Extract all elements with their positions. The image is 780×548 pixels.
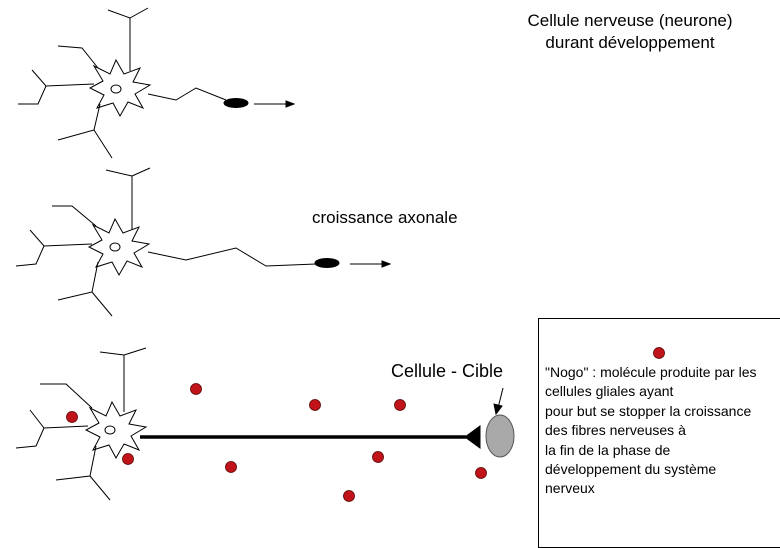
pointer-arrow xyxy=(497,387,504,409)
nogo-dot xyxy=(372,451,384,463)
nogo-dot xyxy=(475,467,487,479)
diagram-title: Cellule nerveuse (neurone) durant dévelo… xyxy=(480,10,780,54)
nogo-dot xyxy=(394,399,406,411)
neuron-2-arrowhead xyxy=(381,260,392,268)
nogo-dot xyxy=(122,453,134,465)
neuron-2-dendrite xyxy=(15,245,45,267)
nogo-dot xyxy=(309,399,321,411)
neuron-2-dendrite xyxy=(105,169,133,177)
legend-nogo-dot xyxy=(653,347,665,359)
neuron-2-nucleus xyxy=(109,242,121,252)
neuron-2-growth-cone xyxy=(314,258,340,268)
neuron-1-nucleus xyxy=(110,84,122,94)
legend-box: "Nogo" : molécule produite par les cellu… xyxy=(538,318,780,548)
nogo-dot xyxy=(225,461,237,473)
neuron-3-dendrite xyxy=(89,475,111,501)
title-line-2: durant développement xyxy=(545,33,715,52)
neuron-1-dendrite xyxy=(31,69,95,87)
neuron-1-axon xyxy=(147,87,227,101)
neuron-1-dendrite xyxy=(18,85,47,105)
target-cell-label: Cellule - Cible xyxy=(391,361,504,381)
neuron-1-dendrite xyxy=(129,7,149,71)
neuron-2-soma xyxy=(87,217,151,277)
neuron-3-dendrite xyxy=(123,347,147,412)
neuron-1-soma xyxy=(88,58,152,118)
neuron-1-arrowhead xyxy=(285,100,296,108)
neuron-3-dendrite xyxy=(29,409,89,429)
neuron-3-soma xyxy=(84,400,148,460)
target-cell xyxy=(485,414,515,458)
neuron-1 xyxy=(18,7,296,159)
neuron-2-dendrite xyxy=(91,291,113,317)
nogo-molecules xyxy=(66,383,487,502)
neuron-1-growth-cone xyxy=(223,98,249,108)
neuron-2-dendrite xyxy=(131,167,151,230)
neuron-1-dendrite xyxy=(93,129,113,159)
nogo-dot xyxy=(190,383,202,395)
neuron-3-dendrite xyxy=(99,351,125,356)
neuron-1-dendrite xyxy=(57,103,101,141)
axon-terminal xyxy=(464,425,481,449)
neuron-2-axon xyxy=(147,247,317,267)
nogo-dot xyxy=(66,411,78,423)
neuron-3-dendrite xyxy=(40,383,93,409)
neuron-3-dendrite xyxy=(55,445,97,481)
legend-text: "Nogo" : molécule produite par les cellu… xyxy=(545,364,757,497)
neuron-3-nucleus xyxy=(104,425,116,435)
nogo-dot xyxy=(343,490,355,502)
pointer-arrowhead xyxy=(493,403,503,416)
neuron-2-dendrite xyxy=(57,261,99,301)
neuron-2 xyxy=(15,167,392,317)
neuron-2-dendrite xyxy=(29,229,93,247)
axon-growth-label: croissance axonale xyxy=(312,208,458,227)
title-line-1: Cellule nerveuse (neurone) xyxy=(527,11,733,30)
neuron-1-dendrite xyxy=(57,45,99,69)
neuron-3-dendrite xyxy=(15,427,45,449)
neuron-1-dendrite xyxy=(107,9,131,19)
neuron-3 xyxy=(15,347,504,501)
neuron-2-dendrite xyxy=(52,205,97,227)
